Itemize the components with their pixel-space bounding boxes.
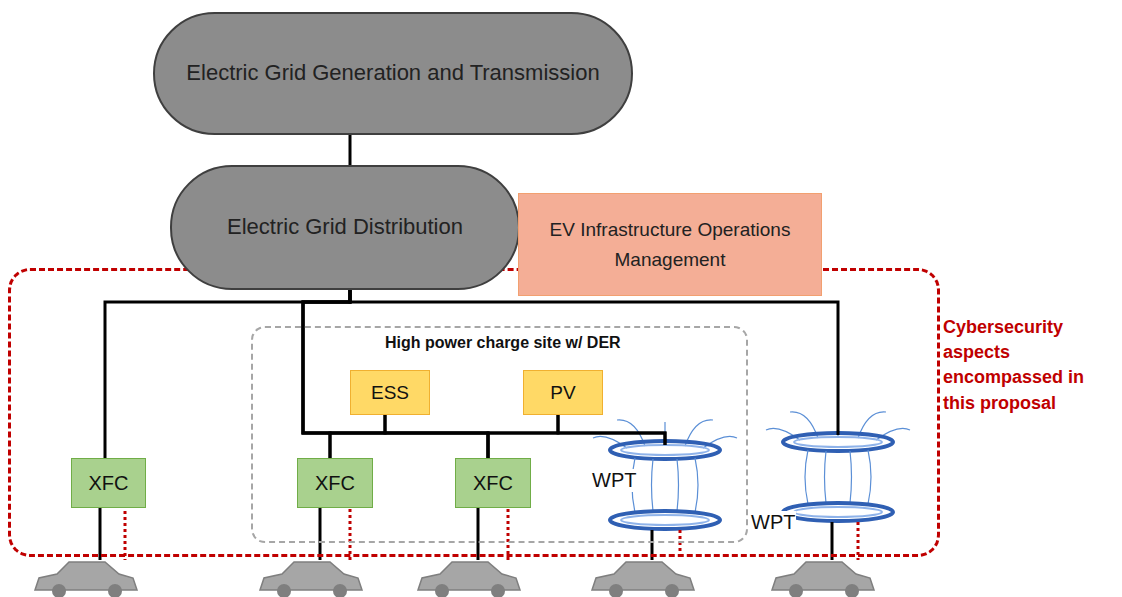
wireless-charger: WPT	[587, 445, 727, 537]
charger-box: XFC	[71, 458, 146, 508]
wireless-charger: WPT	[748, 435, 898, 535]
power-line	[105, 290, 350, 458]
node-label: Electric Grid Distribution	[227, 210, 463, 244]
node-label: Cybersecurity aspects encompassed in thi…	[943, 315, 1115, 416]
security-boundary: Cybersecurity aspects encompassed in thi…	[8, 268, 940, 557]
node-label: XFC	[473, 472, 513, 495]
power-line	[303, 290, 488, 458]
node-label: WPT	[750, 511, 796, 534]
node-label: Electric Grid Generation and Transmissio…	[186, 56, 599, 90]
pv-box: PV	[523, 370, 603, 415]
charger-box: XFC	[297, 458, 373, 508]
node-label: XFC	[315, 472, 355, 495]
vehicles	[35, 562, 874, 597]
charger-box: XFC	[455, 458, 531, 508]
node-label: XFC	[89, 472, 129, 495]
node-label: High power charge site w/ DER	[385, 334, 621, 352]
node-label: PV	[550, 382, 575, 404]
vehicle-links	[100, 503, 858, 560]
power-line	[330, 415, 385, 458]
node-label: ESS	[371, 382, 409, 404]
grid-pill: Electric Grid Distribution	[170, 165, 520, 290]
storage-box: ESS	[350, 370, 430, 415]
charge-site-boundary: High power charge site w/ DER ESS PV XFC XFC…	[251, 326, 748, 543]
power-line	[303, 290, 665, 445]
power-line	[350, 290, 838, 435]
power-line	[349, 135, 352, 165]
management-box: EV Infrastructure Operations Management	[518, 193, 822, 296]
node-label: EV Infrastructure Operations Management	[531, 215, 809, 274]
power-line	[488, 415, 558, 458]
power-line	[303, 290, 350, 458]
grid-pill: Electric Grid Generation and Transmissio…	[153, 12, 633, 135]
node-label: WPT	[591, 469, 637, 492]
power-line	[558, 415, 665, 445]
power-line	[385, 415, 488, 458]
